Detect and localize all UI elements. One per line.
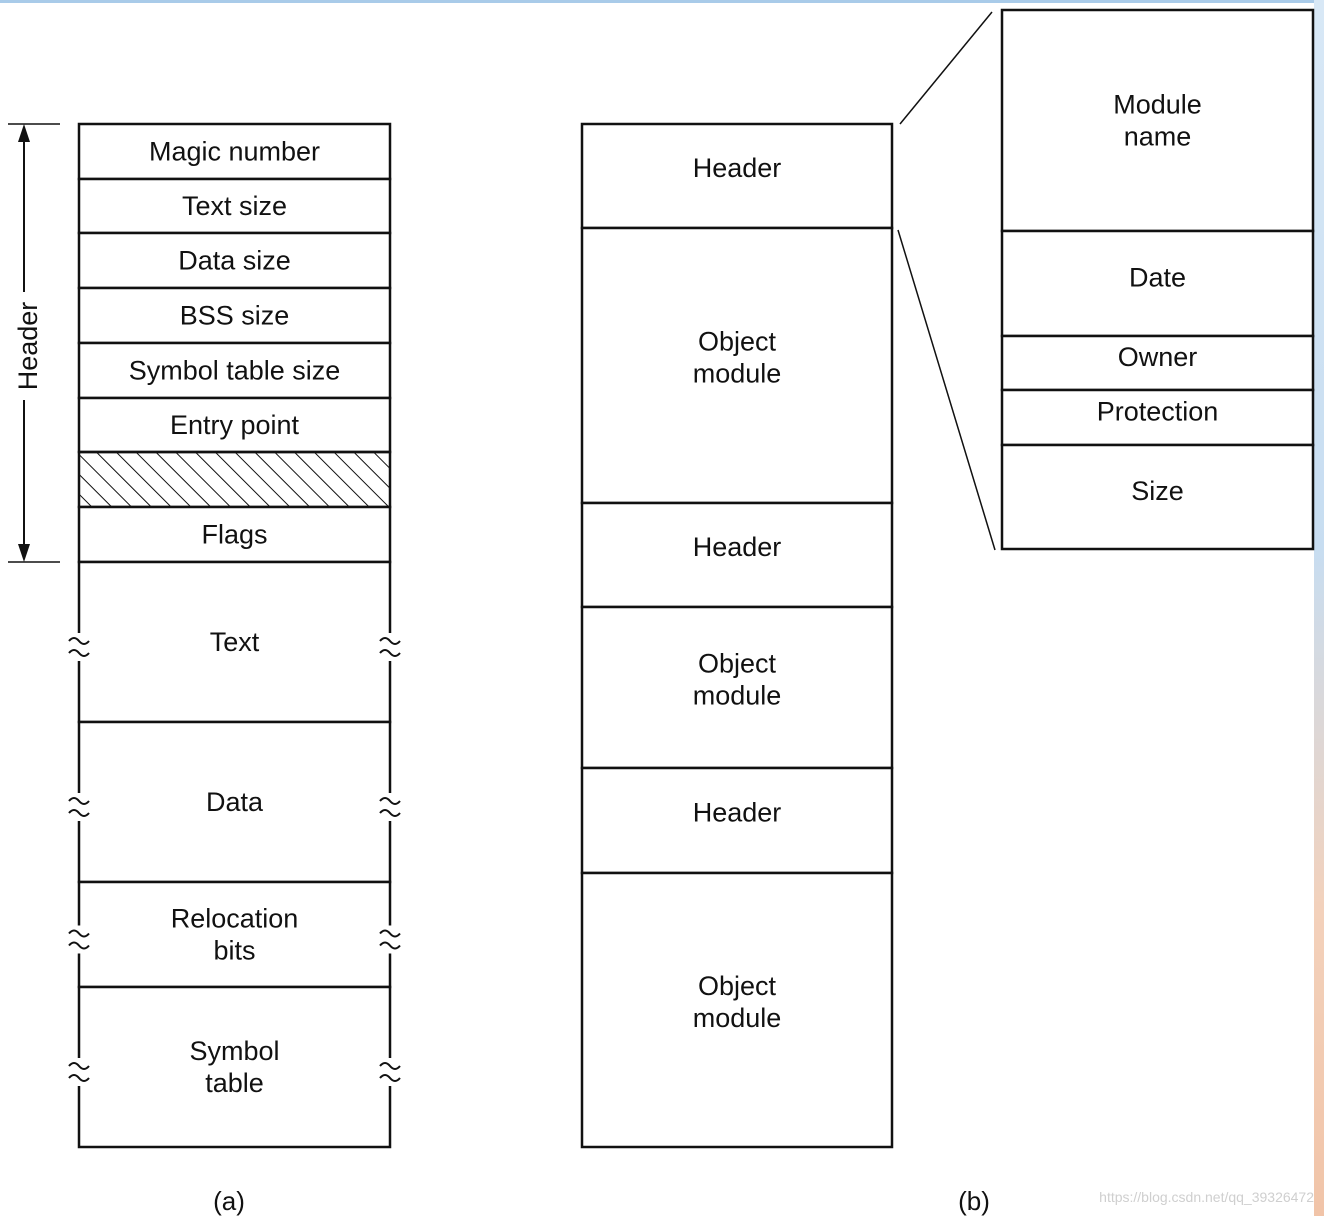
arrow-down-icon [18, 544, 30, 562]
break-icon [68, 929, 90, 950]
diagram-a-cell-label: Data [206, 787, 264, 817]
header-detail-cell-label: Size [1131, 476, 1184, 506]
header-detail-cell-label: Date [1129, 263, 1186, 293]
diagram-b-cell-label: Header [693, 153, 782, 183]
diagram-a-cell: Flags [77, 505, 392, 564]
diagram-b-cell: Header [580, 766, 894, 875]
break-icon [379, 797, 401, 817]
top-border [0, 0, 1324, 3]
header-detail-cell: Date [1000, 229, 1315, 338]
diagram-a-cell: Data [67, 720, 402, 884]
diagram-a-cell-label: Text [210, 627, 260, 657]
header-detail-cell: Protection [1000, 388, 1315, 447]
diagram-a-cell-label: Entry point [170, 410, 300, 440]
caption-a: (a) [213, 1186, 245, 1216]
break-icon [379, 1062, 401, 1082]
diagram-a-cell-label: Magic number [149, 137, 320, 167]
right-border [1314, 0, 1324, 1216]
diagram-a-cell: Data size [77, 231, 392, 290]
break-icon [68, 637, 90, 657]
break-icon [68, 797, 90, 817]
diagram-b-cell-label: Header [693, 532, 782, 562]
header-detail-cell: Size [1000, 443, 1315, 551]
diagram-a-cell-label: Text size [182, 191, 287, 221]
break-icon [379, 637, 401, 657]
diagram-b-cell: Header [580, 501, 894, 609]
diagram-a-cell: Magic number [77, 122, 392, 181]
diagram-a-cell: BSS size [77, 286, 392, 345]
diagram-a-cell: Text size [77, 177, 392, 235]
diagram-a-cell: Entry point [77, 396, 392, 454]
diagram-a-cell-label: Symbol table size [129, 356, 341, 386]
diagram-a-cell-label: Data size [178, 246, 291, 276]
diagram-b-cell: Header [580, 122, 894, 230]
header-detail-cell-label: Owner [1118, 342, 1198, 372]
diagram-a-cell-label: BSS size [180, 301, 290, 331]
diagram-a-cell-label: Flags [201, 520, 267, 550]
header-detail-cell: Owner [1000, 334, 1315, 392]
diagram-a-cell: Text [67, 560, 402, 724]
caption-b: (b) [958, 1186, 990, 1216]
header-dimension-marker: Header [8, 123, 60, 563]
arrow-up-icon [18, 124, 30, 142]
zoom-line-top [899, 11, 993, 125]
diagram-b-cell-label: Header [693, 798, 782, 828]
break-icon [379, 929, 401, 950]
watermark-text: https://blog.csdn.net/qq_39326472 [1099, 1189, 1314, 1205]
diagram-a-cell [77, 450, 392, 509]
break-icon [68, 1062, 90, 1082]
header-dimension-label: Header [13, 302, 43, 391]
header-detail-cell-label: Protection [1097, 397, 1219, 427]
diagram-a-cell: Symbol table size [77, 341, 392, 400]
zoom-line-bottom [897, 229, 996, 551]
